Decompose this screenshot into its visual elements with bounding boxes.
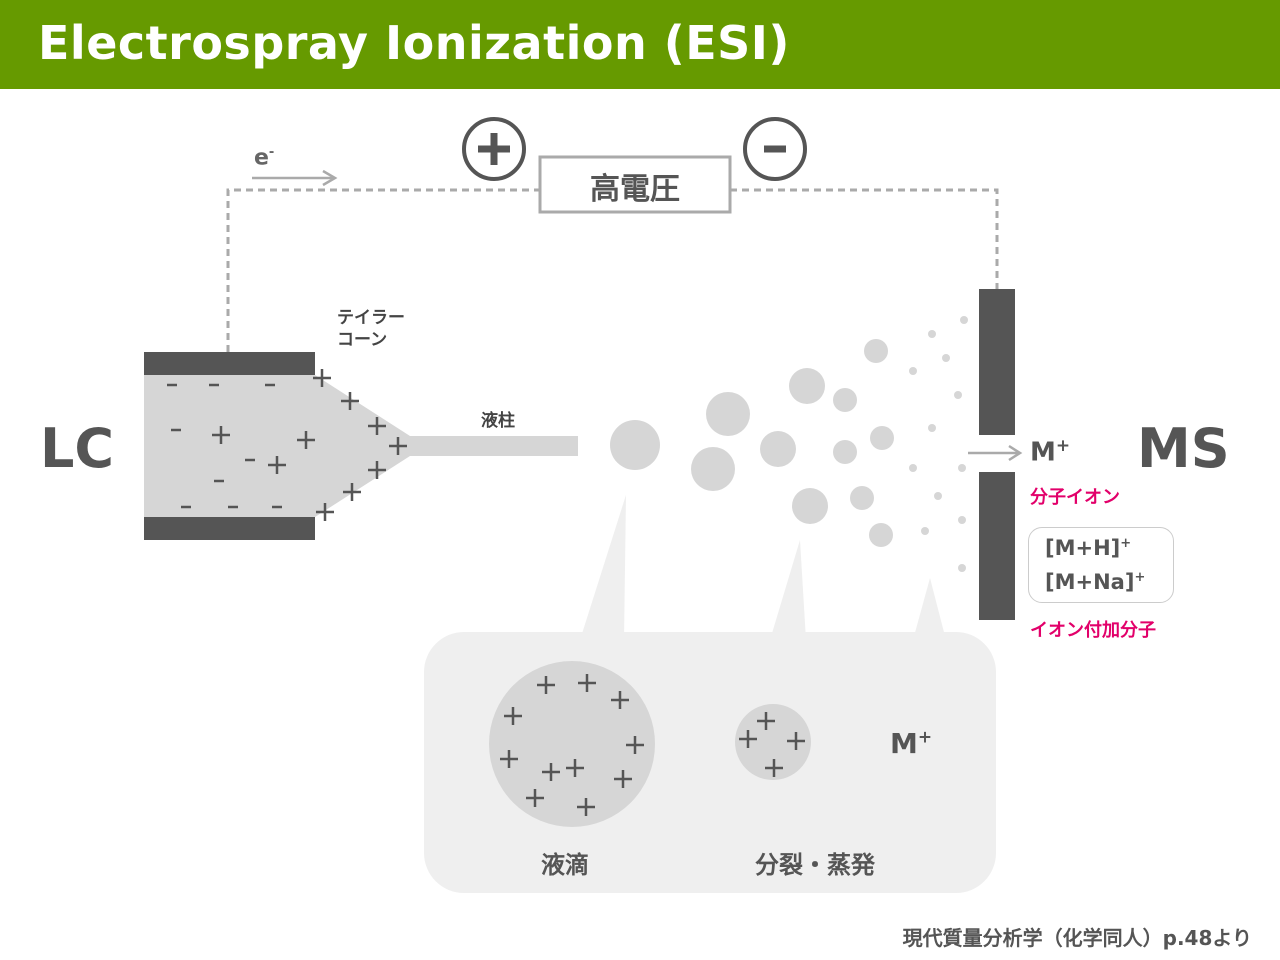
liquid-column-label: 液柱	[481, 411, 515, 431]
callout-pointer-3	[913, 578, 946, 640]
adduct-ion-label: イオン付加分子	[1030, 620, 1156, 641]
ion-entry-arrow-head	[1008, 444, 1023, 462]
ms-inlet-plate-top	[979, 289, 1015, 435]
spray-droplets	[610, 316, 968, 572]
large-droplet-icon	[489, 661, 655, 827]
callout-pointer-2	[770, 540, 806, 640]
voltage-box	[538, 155, 732, 214]
ion-label: M+	[1030, 436, 1071, 468]
taylor-cone	[315, 375, 410, 517]
source-citation: 現代質量分析学（化学同人）p.48より	[902, 926, 1252, 950]
circuit-wire-right	[730, 188, 999, 289]
circuit-wire-left	[226, 188, 540, 352]
lc-label: LC	[40, 417, 115, 480]
adduct-bracket	[1028, 527, 1174, 603]
capillary-wall-bottom	[144, 517, 315, 540]
taylor-cone-label-line2: コーン	[337, 330, 388, 350]
callout-pointer-1	[580, 495, 626, 640]
capillary-liquid	[144, 375, 315, 517]
inset-ion-label: M+	[890, 727, 933, 760]
ms-label: MS	[1137, 417, 1230, 480]
taylor-cone-label-line1: テイラー	[337, 308, 405, 328]
header-bar: Electrospray Ionization (ESI)	[0, 0, 1280, 89]
adduct-1: [M+H]+	[1045, 536, 1132, 560]
liquid-column	[410, 436, 578, 456]
inset-fission-label: 分裂・蒸発	[755, 851, 875, 879]
taylor-cone-label: テイラー コーン	[337, 307, 405, 351]
small-droplet-charges	[739, 712, 805, 777]
electron-label: e-	[254, 145, 275, 171]
ms-inlet-plate-bottom	[979, 472, 1015, 620]
adduct-2: [M+Na]+	[1045, 570, 1146, 594]
molecular-ion-label: 分子イオン	[1030, 487, 1120, 508]
capillary-charges	[167, 369, 407, 521]
large-droplet-charges	[500, 674, 644, 816]
voltage-label: 高電圧	[590, 172, 680, 207]
inset-droplet-label: 液滴	[541, 851, 589, 879]
capillary-wall-top	[144, 352, 315, 375]
small-droplet-icon	[735, 704, 811, 780]
page-title: Electrospray Ionization (ESI)	[38, 16, 790, 70]
electron-arrow-head	[322, 169, 338, 187]
